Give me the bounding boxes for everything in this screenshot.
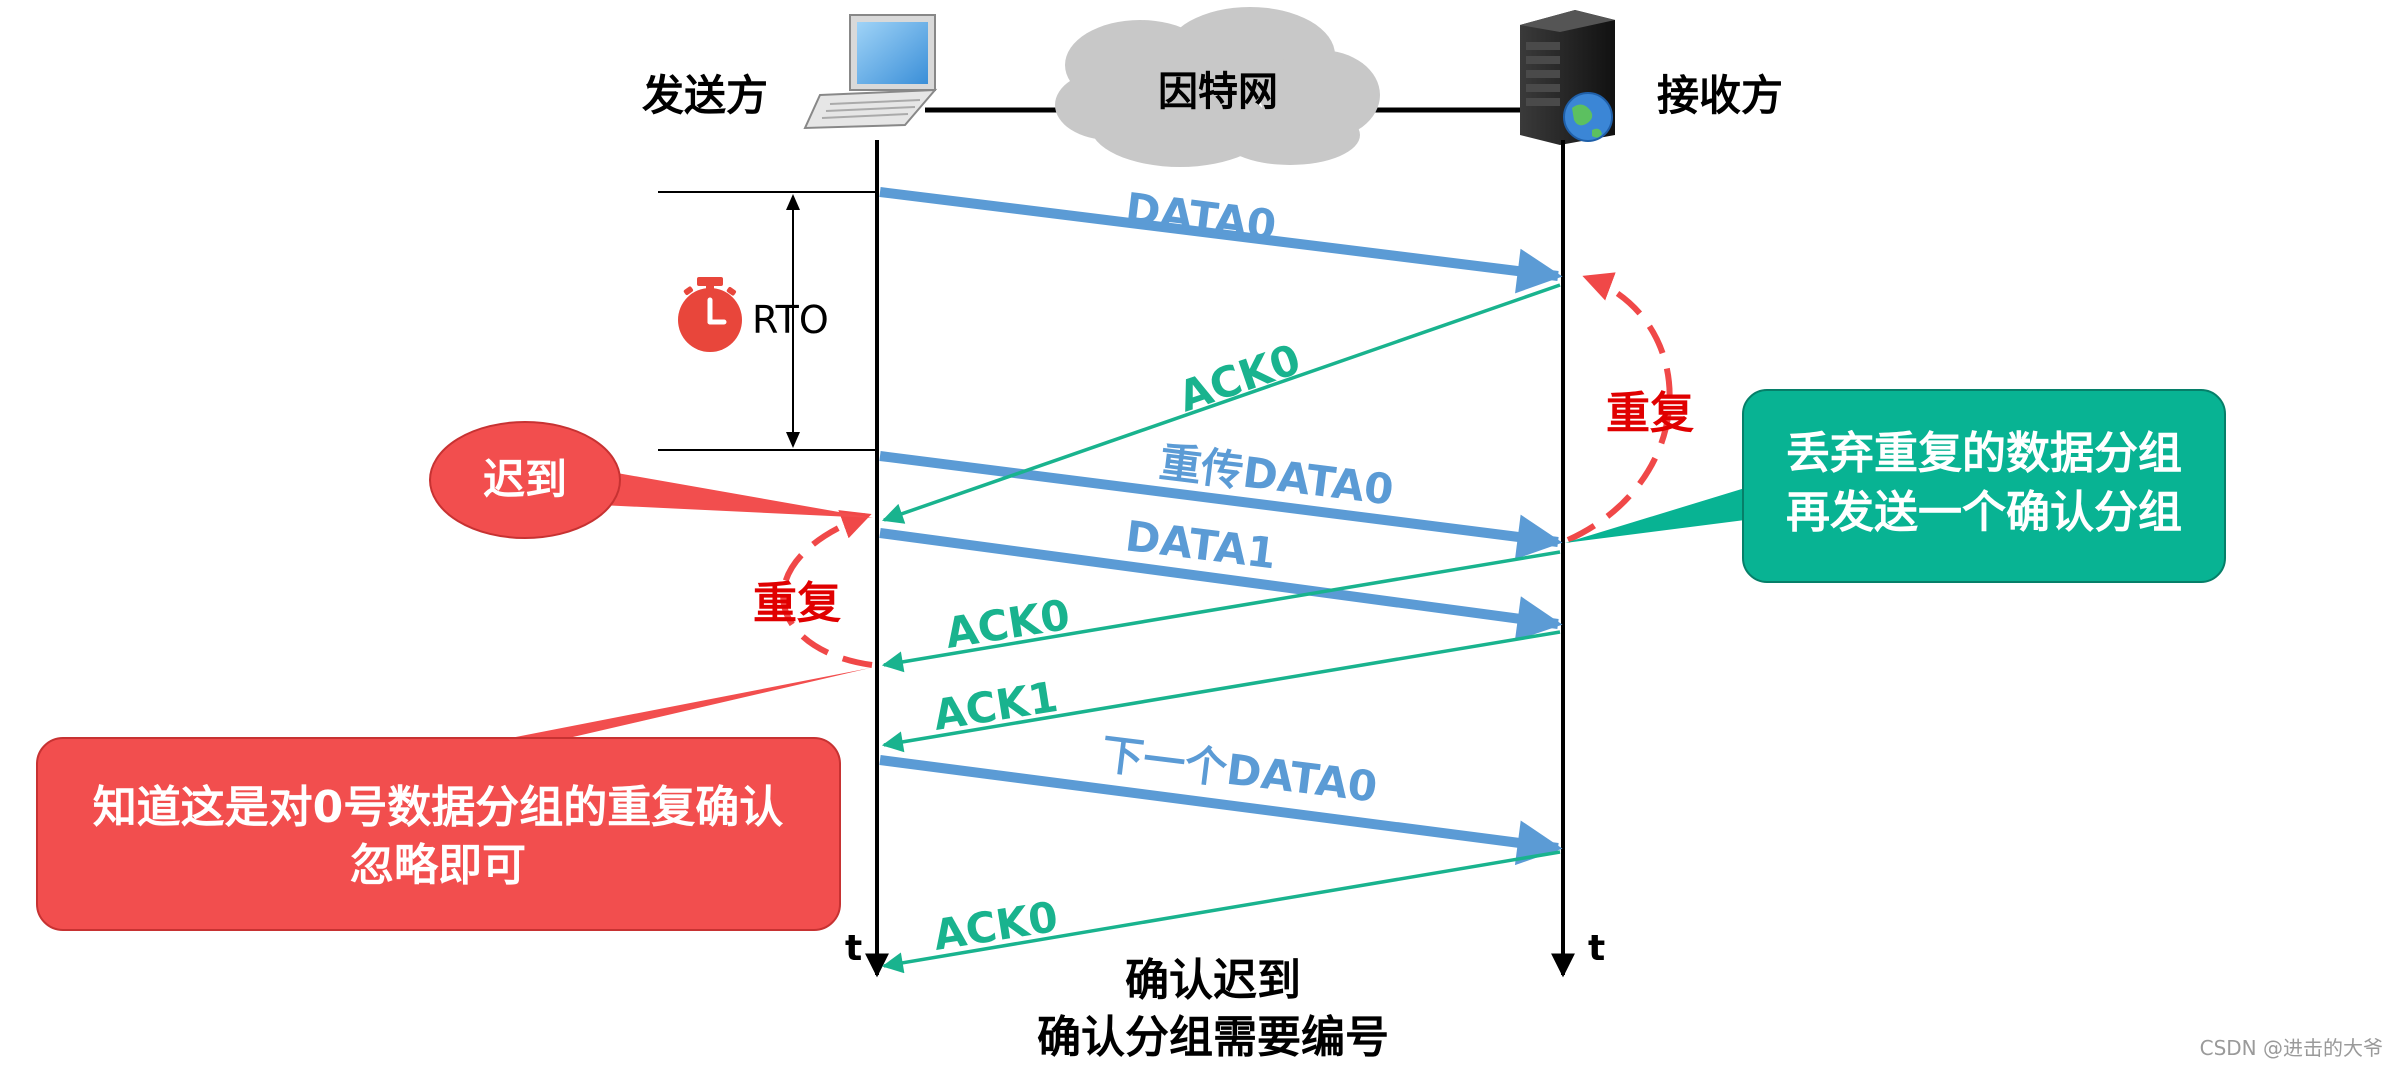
late-callout xyxy=(429,421,873,539)
ack0-second-arrow xyxy=(881,550,1561,673)
internet-label: 因特网 xyxy=(1158,69,1278,115)
watermark: CSDN @进击的大爷 xyxy=(2200,1036,2383,1060)
receiver-label: 接收方 xyxy=(1657,71,1783,120)
ack0-first-arrow xyxy=(882,283,1561,524)
receiver-note-callout xyxy=(1565,389,2226,583)
rto-bracket xyxy=(658,191,877,451)
server-icon xyxy=(1520,10,1615,145)
data0-arrow xyxy=(879,187,1563,294)
ack1-arrow xyxy=(881,630,1561,753)
next-data0-arrow xyxy=(879,755,1563,866)
ack1-label: ACK1 xyxy=(930,672,1061,740)
receiver-note-line1: 丢弃重复的数据分组 xyxy=(1786,428,2182,479)
caption-line1: 确认迟到 xyxy=(1125,955,1301,1006)
next-data0-label: 下一个DATA0 xyxy=(1099,729,1380,811)
sender-note-line2: 忽略即可 xyxy=(350,840,526,891)
sender-duplicate-label: 重复 xyxy=(753,578,841,629)
internet-cloud-icon xyxy=(1055,7,1380,167)
data1-arrow xyxy=(879,528,1563,641)
receiver-note-line2: 再发送一个确认分组 xyxy=(1786,487,2182,538)
caption-line2: 确认分组需要编号 xyxy=(1037,1012,1389,1063)
data0-label: DATA0 xyxy=(1123,183,1279,250)
sender-time-label: t xyxy=(845,928,862,969)
ack0-first-label: ACK0 xyxy=(1172,334,1306,421)
timer-icon xyxy=(678,277,742,352)
receiver-duplicate-label: 重复 xyxy=(1606,388,1694,439)
sender-duplicate-arc xyxy=(780,510,873,668)
sender-note-line1: 知道这是对0号数据分组的重复确认 xyxy=(93,782,784,833)
ack0-third-label: ACK0 xyxy=(930,892,1061,960)
sender-label: 发送方 xyxy=(642,71,768,120)
ack0-third-arrow xyxy=(881,850,1561,974)
retransmit-data0-arrow xyxy=(879,451,1563,560)
laptop-icon xyxy=(803,14,938,130)
receiver-duplicate-arc xyxy=(1566,272,1673,543)
sender-note-callout xyxy=(36,668,870,931)
late-label: 迟到 xyxy=(483,455,567,504)
rto-label: RTO xyxy=(752,298,829,342)
receiver-time-label: t xyxy=(1588,928,1605,969)
ack0-second-label: ACK0 xyxy=(942,590,1073,658)
